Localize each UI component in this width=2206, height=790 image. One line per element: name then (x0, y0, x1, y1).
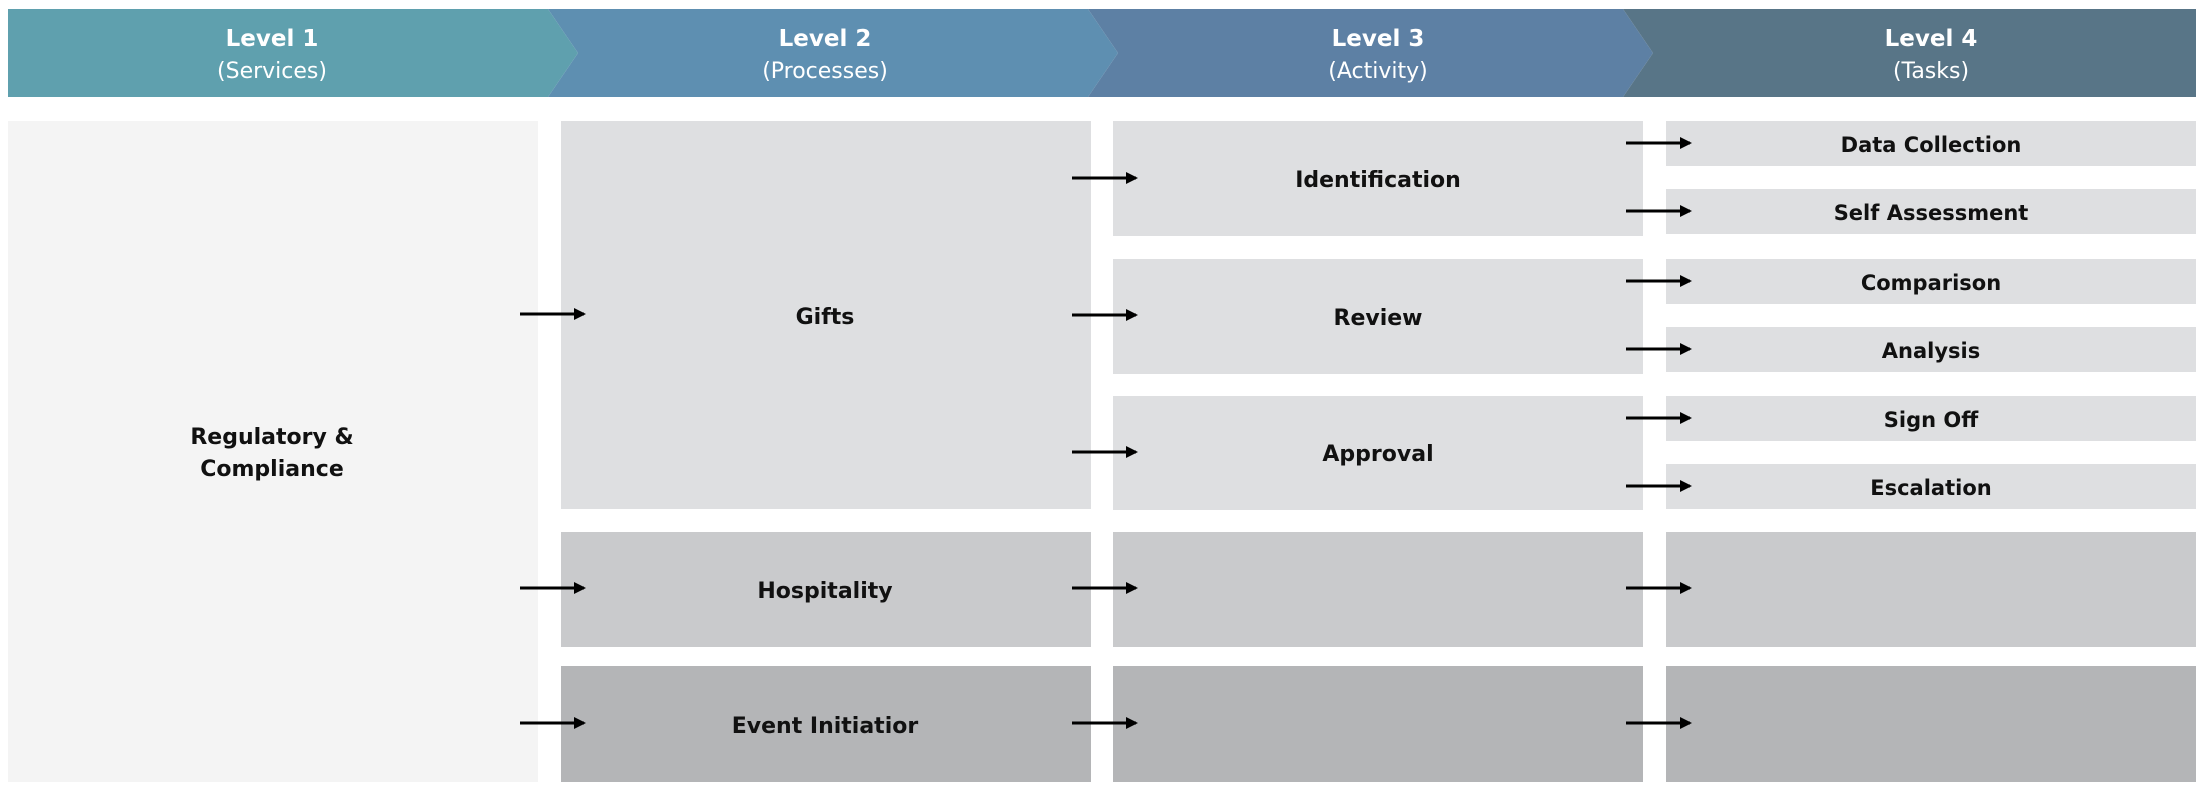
header-level-3-subtitle: (Activity) (1328, 59, 1427, 84)
service-label: Compliance (200, 457, 343, 482)
header-chevron-level-1 (8, 9, 578, 97)
header-level-1-subtitle: (Services) (217, 59, 327, 84)
level-2-column: Gifts Hospitality Event Initiatior (561, 121, 1091, 782)
activity-label-identification: Identification (1295, 168, 1461, 193)
header-chevron-level-3 (1088, 9, 1653, 97)
level-3-column: Identification Review Approval (1113, 121, 1643, 782)
task-box-analysis (1666, 327, 2196, 372)
header-chevron-level-2 (548, 9, 1118, 97)
activity-label-approval: Approval (1322, 442, 1433, 467)
service-box-regulatory-compliance (8, 121, 538, 782)
header-level-2-subtitle: (Processes) (762, 59, 888, 84)
task-box-comparison (1666, 259, 2196, 304)
task-label-analysis: Analysis (1882, 339, 1980, 363)
level-1-column: Regulatory & Compliance (8, 121, 538, 782)
process-box-gifts (561, 121, 1091, 509)
activity-box-review (1113, 259, 1643, 374)
service-label: Regulatory & (190, 425, 353, 450)
header-level-3-title: Level 3 (1332, 26, 1425, 52)
activity-box-identification (1113, 121, 1643, 236)
level-4-column: Data Collection Self Assessment Comparis… (1666, 121, 2196, 782)
task-label-self-assessment: Self Assessment (1834, 201, 2029, 225)
activity-box-hospitality-empty (1113, 532, 1643, 647)
process-box-hospitality (561, 532, 1091, 647)
task-label-sign-off: Sign Off (1884, 408, 1979, 432)
header-level-1-title: Level 1 (226, 26, 319, 52)
task-box-sign-off (1666, 396, 2196, 441)
process-label-event-initiatior: Event Initiatior (732, 714, 919, 739)
activity-box-event-empty (1113, 666, 1643, 782)
task-box-data-collection (1666, 121, 2196, 166)
task-box-self-assessment (1666, 189, 2196, 234)
process-box-event-initiatior (561, 666, 1091, 782)
header-level-2-title: Level 2 (779, 26, 872, 52)
task-box-event-empty (1666, 666, 2196, 782)
header-chevron-level-4 (1623, 9, 2196, 97)
header-bar: Level 1 (Services) Level 2 (Processes) L… (8, 9, 2196, 97)
task-label-data-collection: Data Collection (1841, 133, 2022, 157)
process-label-gifts: Gifts (796, 305, 855, 330)
task-label-comparison: Comparison (1861, 271, 2001, 295)
process-label-hospitality: Hospitality (757, 579, 892, 604)
task-label-escalation: Escalation (1870, 476, 1991, 500)
activity-box-approval (1113, 396, 1643, 510)
connector-arrows (520, 137, 1692, 729)
header-level-4-subtitle: (Tasks) (1893, 59, 1969, 84)
task-box-escalation (1666, 464, 2196, 509)
header-level-4-title: Level 4 (1885, 26, 1978, 52)
task-box-hospitality-empty (1666, 532, 2196, 647)
activity-label-review: Review (1334, 306, 1423, 331)
